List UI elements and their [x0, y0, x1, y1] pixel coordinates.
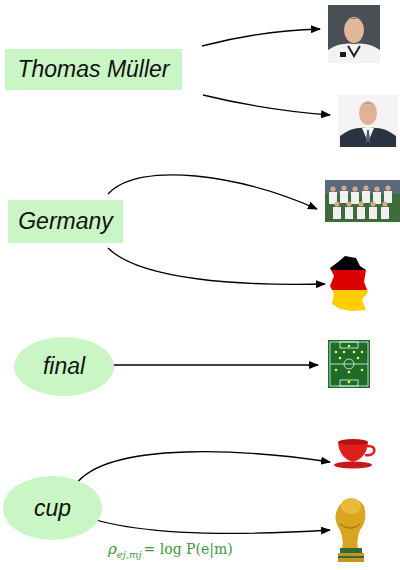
formula-part: = log P(e|m) — [144, 541, 233, 557]
formula-part: ej,mj — [117, 549, 142, 560]
player-photo — [328, 5, 380, 63]
trophy — [335, 498, 365, 562]
mention-text: Germany — [18, 208, 113, 235]
germany-map — [325, 250, 375, 315]
formula-part: ρ — [108, 540, 117, 558]
mention-ellipse: cup — [3, 476, 102, 540]
football-field — [328, 340, 370, 388]
team-photo — [325, 180, 400, 222]
formula: ρej,mj= log P(e|m) — [108, 540, 233, 560]
mention-text: final — [43, 353, 85, 380]
mention-text: cup — [34, 495, 71, 522]
mention-box: Thomas Müller — [5, 49, 182, 90]
link-arrows — [74, 29, 330, 533]
mention-text: Thomas Müller — [17, 56, 169, 83]
tea-cup — [334, 439, 374, 469]
mention-box: Germany — [8, 200, 123, 243]
politician-photo — [338, 95, 398, 147]
mention-ellipse: final — [14, 337, 114, 396]
